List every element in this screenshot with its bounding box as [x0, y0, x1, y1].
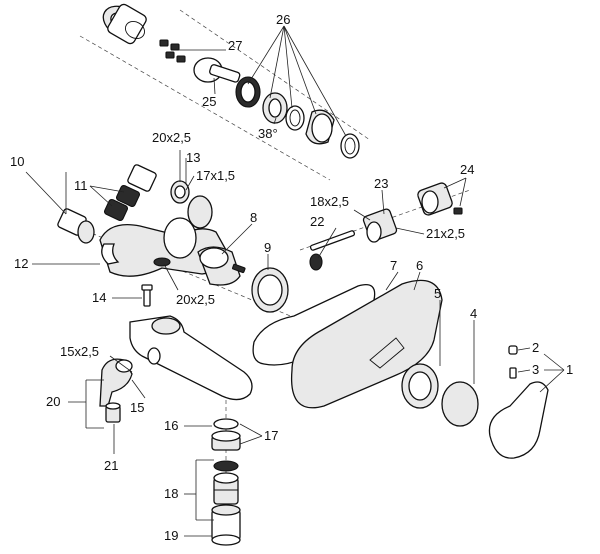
sleeve-part-21: [105, 402, 121, 423]
label-4: 4: [470, 306, 477, 321]
top-nut: [102, 3, 147, 45]
oring-part-27: [235, 76, 261, 108]
cartridge-part-8: [197, 246, 246, 286]
valve-group-22-24: [309, 182, 463, 271]
aerator-stack: [211, 400, 241, 546]
label-22: 22: [310, 214, 324, 229]
label-25: 25: [202, 94, 216, 109]
label-13: 13: [186, 150, 200, 165]
label-17x1-5: 17x1,5: [196, 168, 235, 183]
label-12: 12: [14, 256, 28, 271]
oring-part-16: [213, 418, 239, 430]
label-1: 1: [566, 362, 573, 377]
label-10: 10: [10, 154, 24, 169]
label-20x2-5-top: 20x2,5: [152, 130, 191, 145]
label-21x2-5: 21x2,5: [426, 226, 465, 241]
ring-part-9: [251, 267, 289, 313]
nut-part-5: [401, 363, 439, 409]
label-5: 5: [434, 286, 441, 301]
cover-part-6: [290, 279, 443, 409]
right-side-group: [252, 182, 549, 459]
mixer-body-group: [57, 164, 301, 423]
lever-handle-part-1: [488, 381, 549, 459]
label-15: 15: [130, 400, 144, 415]
aerator-cap-part-19: [211, 504, 241, 546]
seal-set-part-26: [262, 92, 360, 159]
label-27: 27: [228, 38, 242, 53]
aerator-housing-part-17: [211, 430, 241, 451]
spindle-part-25: [193, 57, 241, 83]
label-20: 20: [46, 394, 60, 409]
top-subassembly: [79, 3, 371, 181]
label-21: 21: [104, 458, 118, 473]
leader-lines: [25, 25, 565, 537]
screw-part-3: [509, 367, 517, 379]
label-38deg: 38°: [258, 126, 278, 141]
washer-part-18a: [213, 460, 239, 472]
label-18: 18: [164, 486, 178, 501]
label-24: 24: [460, 162, 474, 177]
label-14: 14: [92, 290, 106, 305]
label-6: 6: [416, 258, 423, 273]
callout-labels: 26 27 25 38° 20x2,5 10 13 17x1,5 11 12 8…: [10, 12, 573, 543]
label-8: 8: [250, 210, 257, 225]
elbow-part-20: [99, 358, 133, 407]
label-2: 2: [532, 340, 539, 355]
label-3: 3: [532, 362, 539, 377]
screw-part-2: [508, 345, 518, 355]
spout-part-15: [129, 315, 253, 401]
small-screws: [159, 39, 186, 63]
label-15x2-5: 15x2,5: [60, 344, 99, 359]
label-11: 11: [74, 178, 88, 193]
label-18x2-5: 18x2,5: [310, 194, 349, 209]
label-17: 17: [264, 428, 278, 443]
label-20x2-5-mid: 20x2,5: [176, 292, 215, 307]
label-19: 19: [164, 528, 178, 543]
aerator-part-18: [213, 472, 239, 505]
screw-part-14: [141, 284, 153, 307]
label-16: 16: [164, 418, 178, 433]
label-7: 7: [390, 258, 397, 273]
label-9: 9: [264, 240, 271, 255]
label-23: 23: [374, 176, 388, 191]
body-oring: [153, 257, 171, 267]
label-26: 26: [276, 12, 290, 27]
rosette-part-4: [441, 381, 479, 427]
